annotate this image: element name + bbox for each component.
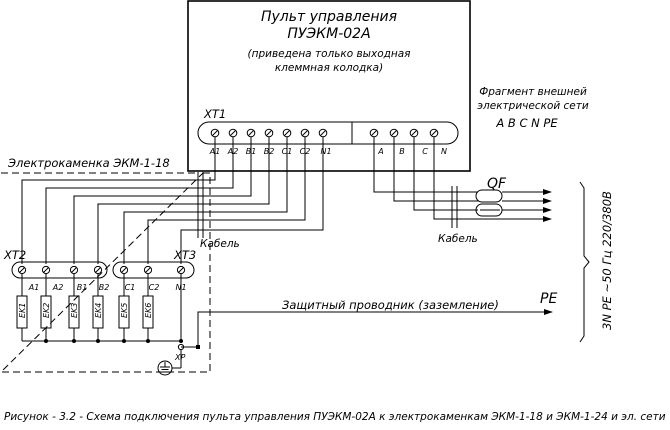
svg-text:EK3: EK3 bbox=[70, 303, 79, 318]
xt1-terminal-b: B bbox=[389, 128, 405, 156]
svg-text:N1: N1 bbox=[320, 147, 331, 156]
breaker-qf bbox=[475, 189, 550, 217]
supply-brace bbox=[579, 181, 590, 343]
xt3-terminal-c2: C2 bbox=[143, 265, 160, 292]
svg-text:EK4: EK4 bbox=[94, 303, 103, 318]
network-arrowheads bbox=[543, 189, 552, 222]
xt2-terminal-b1: B1 bbox=[69, 265, 88, 292]
left-cable-label: Кабель bbox=[200, 238, 240, 250]
xt2-terminal-a1: A1 bbox=[17, 265, 40, 292]
heater-element-ek1: EK1 bbox=[16, 295, 28, 329]
svg-text:B1: B1 bbox=[77, 283, 88, 292]
protective-conductor bbox=[197, 311, 552, 347]
right-cable-label: Кабель bbox=[438, 233, 478, 245]
panel-title-line2: ПУЭКМ-02А bbox=[287, 26, 370, 42]
svg-text:A1: A1 bbox=[28, 283, 40, 292]
pe-label: PE bbox=[540, 291, 557, 307]
svg-text:C1: C1 bbox=[125, 283, 136, 292]
xt3-label: XT3 bbox=[173, 248, 196, 262]
heater-element-leads bbox=[21, 274, 182, 341]
heater-enclosure bbox=[0, 172, 211, 373]
xt2-label: XT2 bbox=[3, 248, 26, 262]
svg-text:B2: B2 bbox=[99, 283, 110, 292]
svg-text:B: B bbox=[399, 147, 405, 156]
supply-voltage-label: 3N PE ~50 Гц 220/380В bbox=[600, 191, 614, 330]
xt3-terminal-strip bbox=[112, 261, 195, 279]
xt2-terminal-strip bbox=[11, 261, 108, 279]
panel-title-line1: Пульт управления bbox=[261, 9, 397, 25]
xt1-terminal-strip bbox=[197, 121, 459, 145]
xt1-terminal-n1: N1 bbox=[318, 128, 332, 156]
heater-element-ek2: EK2 bbox=[40, 295, 52, 329]
svg-text:EK6: EK6 bbox=[144, 303, 153, 318]
ground-clamp bbox=[196, 345, 200, 349]
ground-label: XP bbox=[174, 353, 185, 362]
neutral-bus-nodes bbox=[44, 339, 183, 343]
grid-label-line2: электрической сети bbox=[477, 100, 589, 112]
svg-text:EK1: EK1 bbox=[18, 303, 27, 318]
heater-element-ek4: EK4 bbox=[92, 295, 104, 329]
xt1-label: XT1 bbox=[203, 107, 226, 121]
xt2-terminal-a2: A2 bbox=[41, 265, 64, 292]
heater-element-ek5: EK5 bbox=[118, 295, 130, 329]
xt3-terminal-c1: C1 bbox=[119, 265, 136, 292]
ground-terminal bbox=[177, 343, 185, 351]
svg-text:A2: A2 bbox=[52, 283, 64, 292]
svg-text:EK5: EK5 bbox=[120, 303, 129, 318]
grid-phases-label: A B C N PE bbox=[495, 116, 558, 130]
grid-label-line1: Фрагмент внешней bbox=[479, 86, 587, 98]
control-panel-box bbox=[187, 0, 471, 172]
xt2-terminal-b2: B2 bbox=[93, 265, 110, 292]
left-cable-marks bbox=[197, 172, 204, 238]
earth-icon bbox=[160, 362, 170, 373]
figure-caption: Рисунок - 3.2 - Схема подключения пульта… bbox=[4, 411, 666, 423]
svg-text:C: C bbox=[422, 147, 428, 156]
panel-note-line1: (приведена только выходная bbox=[248, 48, 411, 60]
breaker-label: QF bbox=[487, 176, 507, 192]
protective-conductor-label: Защитный проводник (заземление) bbox=[282, 298, 499, 312]
svg-text:A: A bbox=[377, 147, 383, 156]
panel-note-line2: клеммная колодка) bbox=[275, 62, 383, 74]
svg-text:EK2: EK2 bbox=[42, 303, 51, 318]
panel-to-heater-wires bbox=[21, 137, 324, 264]
right-cable-marks bbox=[451, 186, 458, 228]
pe-arrowhead bbox=[544, 309, 553, 315]
heater-title: Электрокаменка ЭКМ-1-18 bbox=[7, 156, 170, 170]
xt1-terminal-n: N bbox=[429, 128, 447, 156]
svg-text:N: N bbox=[441, 147, 447, 156]
svg-text:C2: C2 bbox=[149, 283, 160, 292]
heater-element-ek3: EK3 bbox=[68, 295, 80, 329]
xt1-terminal-a: A bbox=[369, 128, 384, 156]
heater-element-ek6: EK6 bbox=[142, 295, 154, 329]
xt1-terminal-c: C bbox=[409, 128, 428, 156]
